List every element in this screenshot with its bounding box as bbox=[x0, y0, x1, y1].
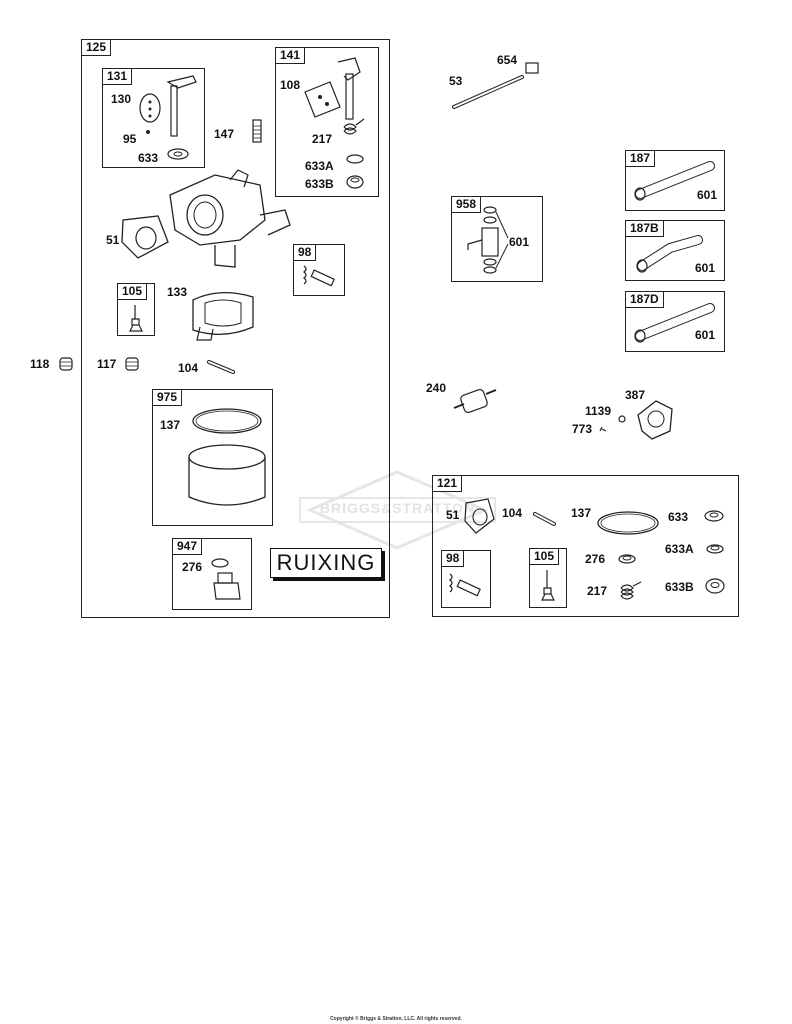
choke-shaft-part bbox=[304, 57, 365, 189]
plug-118-part bbox=[59, 357, 73, 371]
float-pin-part bbox=[207, 360, 235, 374]
box-958: 958 bbox=[451, 196, 543, 282]
washer-633-kit-part bbox=[704, 510, 724, 522]
washer-633A-kit-part bbox=[706, 544, 724, 554]
callout-104-main: 104 bbox=[178, 361, 199, 375]
box-958-label: 958 bbox=[452, 197, 482, 213]
callout-137-975: 137 bbox=[160, 418, 181, 432]
mixture-screw-kit-part bbox=[449, 573, 481, 597]
solenoid-part bbox=[211, 558, 241, 600]
box-121-label: 121 bbox=[433, 476, 463, 492]
box-121: 121 bbox=[432, 475, 739, 617]
copyright-notice: Copyright © Briggs & Stratton, LLC. All … bbox=[330, 1016, 462, 1022]
fuel-line-187-part bbox=[634, 161, 715, 201]
box-125: 125 bbox=[81, 39, 390, 618]
fuel-line-187B-part bbox=[636, 235, 703, 273]
box-947: 947 bbox=[172, 538, 252, 610]
fuel-filter-part bbox=[453, 388, 497, 414]
box-105-main-label: 105 bbox=[118, 284, 148, 300]
callout-108: 108 bbox=[280, 78, 301, 92]
ruixing-stamp: RUIXING bbox=[270, 548, 382, 578]
callout-276-947: 276 bbox=[182, 560, 203, 574]
callout-773: 773 bbox=[572, 422, 593, 436]
callout-133: 133 bbox=[167, 285, 188, 299]
box-947-label: 947 bbox=[173, 539, 203, 555]
callout-633-131: 633 bbox=[138, 151, 159, 165]
box-975-label: 975 bbox=[153, 390, 183, 406]
callout-633-121: 633 bbox=[668, 510, 689, 524]
callout-633A-141: 633A bbox=[305, 159, 334, 173]
callout-147: 147 bbox=[214, 127, 235, 141]
carburetor-body-part bbox=[169, 169, 291, 268]
box-187B-label: 187B bbox=[626, 221, 664, 237]
callout-51-121: 51 bbox=[446, 508, 460, 522]
inlet-needle-kit-part bbox=[541, 570, 555, 601]
box-131: 131 bbox=[102, 68, 205, 168]
throttle-shaft-part bbox=[139, 75, 197, 160]
callout-130: 130 bbox=[111, 92, 132, 106]
box-98-kit-label: 98 bbox=[442, 551, 465, 567]
callout-601-187B: 601 bbox=[695, 261, 716, 275]
float-part bbox=[192, 292, 254, 341]
mixture-screw-part bbox=[303, 265, 335, 287]
inlet-needle-part bbox=[129, 305, 143, 332]
box-98-main-label: 98 bbox=[294, 245, 317, 261]
callout-217-141: 217 bbox=[312, 132, 333, 146]
box-187-label: 187 bbox=[626, 151, 656, 167]
spring-217-kit-part bbox=[620, 581, 642, 600]
box-98-kit: 98 bbox=[441, 550, 491, 608]
box-98-main: 98 bbox=[293, 244, 345, 296]
box-187D: 187D bbox=[625, 291, 725, 352]
box-131-label: 131 bbox=[103, 69, 133, 85]
callout-654: 654 bbox=[497, 53, 518, 67]
watermark-text: BRIGGS&STRATTON bbox=[319, 500, 476, 516]
washer-633B-kit-part bbox=[705, 578, 725, 594]
callout-633B-141: 633B bbox=[305, 177, 334, 191]
callout-104-121: 104 bbox=[502, 506, 523, 520]
callout-387: 387 bbox=[625, 388, 646, 402]
idle-screw-part bbox=[252, 119, 262, 143]
box-141-label: 141 bbox=[276, 48, 306, 64]
box-141: 141 bbox=[275, 47, 379, 197]
washer-276-kit-part bbox=[618, 554, 636, 564]
callout-117: 117 bbox=[97, 357, 117, 371]
box-105-kit-label: 105 bbox=[530, 549, 560, 565]
box-187B: 187B bbox=[625, 220, 725, 281]
needle-shaft-part bbox=[452, 62, 539, 109]
callout-601-187: 601 bbox=[697, 188, 718, 202]
callout-1139: 1139 bbox=[585, 404, 612, 418]
bowl-gasket-kit-part bbox=[597, 511, 659, 535]
callout-118: 118 bbox=[30, 357, 50, 371]
fuel-line-187D-part bbox=[634, 303, 715, 343]
callout-217-121: 217 bbox=[587, 584, 608, 598]
gasket-kit-part bbox=[464, 498, 495, 534]
fuel-pump-part bbox=[599, 400, 673, 440]
box-105-kit: 105 bbox=[529, 548, 567, 608]
fuel-shutoff-valve-part bbox=[467, 206, 509, 274]
callout-633B-121: 633B bbox=[665, 580, 694, 594]
plug-117-part bbox=[125, 357, 139, 371]
box-125-label: 125 bbox=[82, 40, 112, 56]
box-975: 975 bbox=[152, 389, 273, 526]
watermark-logo bbox=[299, 470, 496, 550]
callout-276-121: 276 bbox=[585, 552, 606, 566]
callout-137-121: 137 bbox=[571, 506, 592, 520]
callout-601-958: 601 bbox=[509, 235, 530, 249]
callout-240: 240 bbox=[426, 381, 447, 395]
gasket-part bbox=[121, 215, 169, 259]
callout-95: 95 bbox=[123, 132, 137, 146]
callout-53: 53 bbox=[449, 74, 463, 88]
callout-601-187D: 601 bbox=[695, 328, 716, 342]
callout-633A-121: 633A bbox=[665, 542, 694, 556]
float-pin-kit-part bbox=[533, 512, 556, 526]
box-187: 187 bbox=[625, 150, 725, 211]
float-bowl-part bbox=[188, 408, 266, 506]
callout-51-main: 51 bbox=[106, 233, 120, 247]
box-105-main: 105 bbox=[117, 283, 155, 336]
box-187D-label: 187D bbox=[626, 292, 664, 308]
